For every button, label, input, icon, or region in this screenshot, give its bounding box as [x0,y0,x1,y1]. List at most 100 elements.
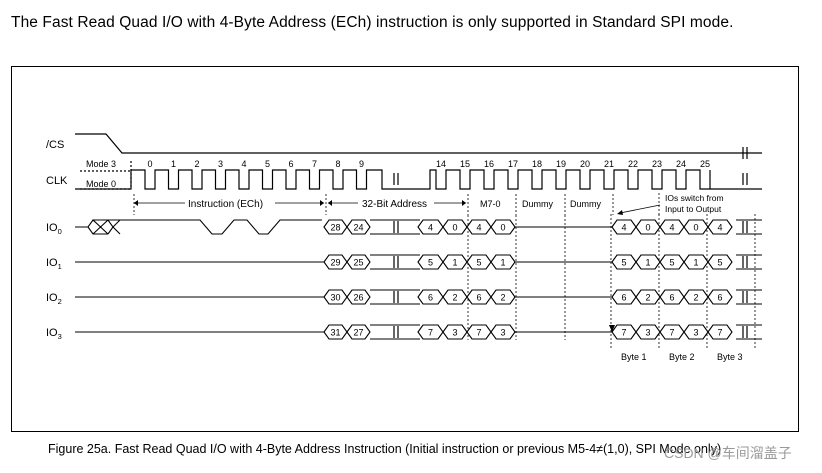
byte-3-label: Byte 3 [717,352,743,362]
io2-signal-label: IO2 [46,292,62,306]
io3-output-arrowhead [609,325,615,332]
io3-mode-bit-3: 3 [500,328,505,338]
io1-data-bit-3: 1 [693,258,698,268]
clock-number-1: 1 [171,159,176,169]
io-switch-pointer [619,204,661,214]
io3-data-bit-4: 7 [717,328,722,338]
clk-signal-label: CLK [46,175,68,187]
io0-mode-bit-0: 0 [500,223,505,233]
io1-addr-bit-1: 1 [452,258,457,268]
spi-mode-note: The Fast Read Quad I/O with 4-Byte Addre… [11,14,734,31]
io3-data-bit-0: 7 [621,328,626,338]
io0-addr-bit-0: 0 [452,223,457,233]
clock-number-8: 8 [335,159,340,169]
io3-data-bit-2: 7 [669,328,674,338]
clock-number-3: 3 [218,159,223,169]
io3-signal-label: IO3 [46,327,62,341]
clk-waveform [75,169,762,190]
io-switch-label-line1: IOs switch from [665,193,724,203]
io3-data-bit-1: 3 [645,328,650,338]
io1-mode-bit-1: 1 [500,258,505,268]
io2-data-bit-1: 2 [645,293,650,303]
io-switch-label-line2: Input to Output [665,204,722,214]
io0-data-rail [736,219,762,235]
io3-addr-bit-3: 3 [452,328,457,338]
figure-caption: Figure 25a. Fast Read Quad I/O with 4-By… [48,442,722,456]
clock-number-9: 9 [359,159,364,169]
dummy-phase-label-2: Dummy [570,199,601,209]
instruction-phase-label: Instruction (ECh) [188,199,263,210]
io1-addr-bit-29: 29 [330,258,340,268]
io0-mode-bit-4: 4 [476,223,481,233]
io3-data-bit-3: 3 [693,328,698,338]
io3-addr-bit-27-cell [346,324,371,340]
clock-number-14: 14 [436,159,446,169]
clock-number-17: 17 [508,159,518,169]
io0-addr-rail [370,219,420,235]
watermark: CSDN @车间溜盖子 [664,445,792,461]
io2-mode-bit-2: 2 [500,293,505,303]
io0-instruction-waveform [75,219,322,235]
io2-addr-bit-6: 6 [428,293,433,303]
io3-addr-rail [370,324,420,340]
cs-waveform [75,133,762,154]
byte-2-label: Byte 2 [669,352,695,362]
clock-number-16: 16 [484,159,494,169]
io1-addr-bit-25-cell [346,254,371,270]
io2-data-rail [736,289,762,305]
io0-signal-label: IO0 [46,222,62,236]
io0-data-bit-2: 4 [669,223,674,233]
io0-addr-bit-28: 28 [330,223,340,233]
address-phase-label: 32-Bit Address [362,199,427,210]
io2-addr-rail [370,289,420,305]
io0-dont-care [112,219,121,228]
io1-addr-bit-25: 25 [353,258,363,268]
io0-data-bit-4: 4 [717,223,722,233]
clock-number-23: 23 [652,159,662,169]
io1-data-rail [736,254,762,270]
timing-diagram-frame [11,66,799,432]
io0-data-bit-4-cell [707,219,733,235]
io2-data-bit-3: 2 [693,293,698,303]
clock-number-2: 2 [194,159,199,169]
io2-data-bit-2: 6 [669,293,674,303]
clock-number-19: 19 [556,159,566,169]
clock-number-21: 21 [604,159,614,169]
io2-addr-bit-30: 30 [330,293,340,303]
mode3-label: Mode 3 [86,159,116,169]
io0-data-bit-3: 0 [693,223,698,233]
io0-data-bit-0: 4 [621,223,626,233]
dummy-phase-label-1: Dummy [522,199,553,209]
io2-addr-bit-26: 26 [353,293,363,303]
io1-addr-bit-5: 5 [428,258,433,268]
clock-number-18: 18 [532,159,542,169]
io3-addr-bit-7: 7 [428,328,433,338]
io3-addr-bit-27: 27 [353,328,363,338]
io2-addr-bit-26-cell [346,289,371,305]
instruction-arrowhead-right [320,200,324,206]
address-arrowhead-left [328,200,332,206]
io3-mode-bit-7: 7 [476,328,481,338]
io0-addr-bit-24-cell [346,219,371,235]
io2-data-bit-4: 6 [717,293,722,303]
instruction-arrowhead-left [134,200,138,206]
io1-data-bit-0: 5 [621,258,626,268]
io2-mode-bit-6: 6 [476,293,481,303]
io0-addr-bit-4: 4 [428,223,433,233]
clock-number-7: 7 [312,159,317,169]
io3-data-rail [736,324,762,340]
io1-data-bit-4-cell [707,254,733,270]
io1-addr-rail [370,254,420,270]
clock-number-15: 15 [460,159,470,169]
io2-data-bit-0: 6 [621,293,626,303]
clock-number-25: 25 [700,159,710,169]
io0-data-bit-1: 0 [645,223,650,233]
io1-data-bit-1: 1 [645,258,650,268]
io3-addr-bit-31: 31 [330,328,340,338]
clock-number-24: 24 [676,159,686,169]
io2-data-bit-4-cell [707,289,733,305]
cs-signal-label: /CS [46,139,64,151]
io1-data-bit-2: 5 [669,258,674,268]
byte-1-label: Byte 1 [621,352,647,362]
